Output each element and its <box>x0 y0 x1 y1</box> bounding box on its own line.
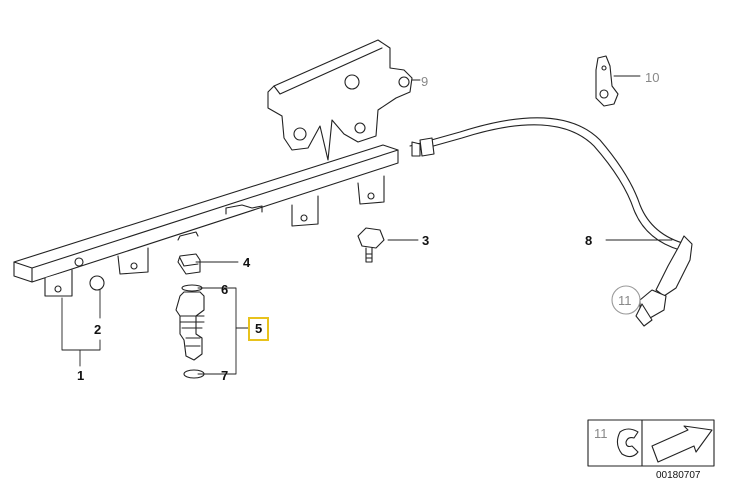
injector-clip <box>177 253 201 275</box>
callout-11: 11 <box>618 293 632 308</box>
callout-4: 4 <box>243 255 251 270</box>
hose-clamp <box>595 55 619 107</box>
callout-6: 6 <box>221 282 229 297</box>
callout-7: 7 <box>221 368 229 383</box>
callout-9: 9 <box>421 74 429 89</box>
callout-2: 2 <box>94 322 102 337</box>
fuel-injector <box>175 284 205 379</box>
callout-1: 1 <box>77 368 85 383</box>
callout-10: 10 <box>645 70 660 85</box>
legend-callout-11: 11 <box>594 426 608 441</box>
fuel-hose <box>409 117 693 327</box>
callout-3: 3 <box>422 233 430 248</box>
fuel-rail <box>13 144 399 297</box>
bolt <box>357 227 385 263</box>
mounting-bracket <box>267 39 413 161</box>
diagram-code: 00180707 <box>656 470 701 481</box>
callout-5-highlighted: 5 <box>248 317 270 341</box>
legend-box <box>587 419 715 467</box>
callout-8: 8 <box>585 233 593 248</box>
